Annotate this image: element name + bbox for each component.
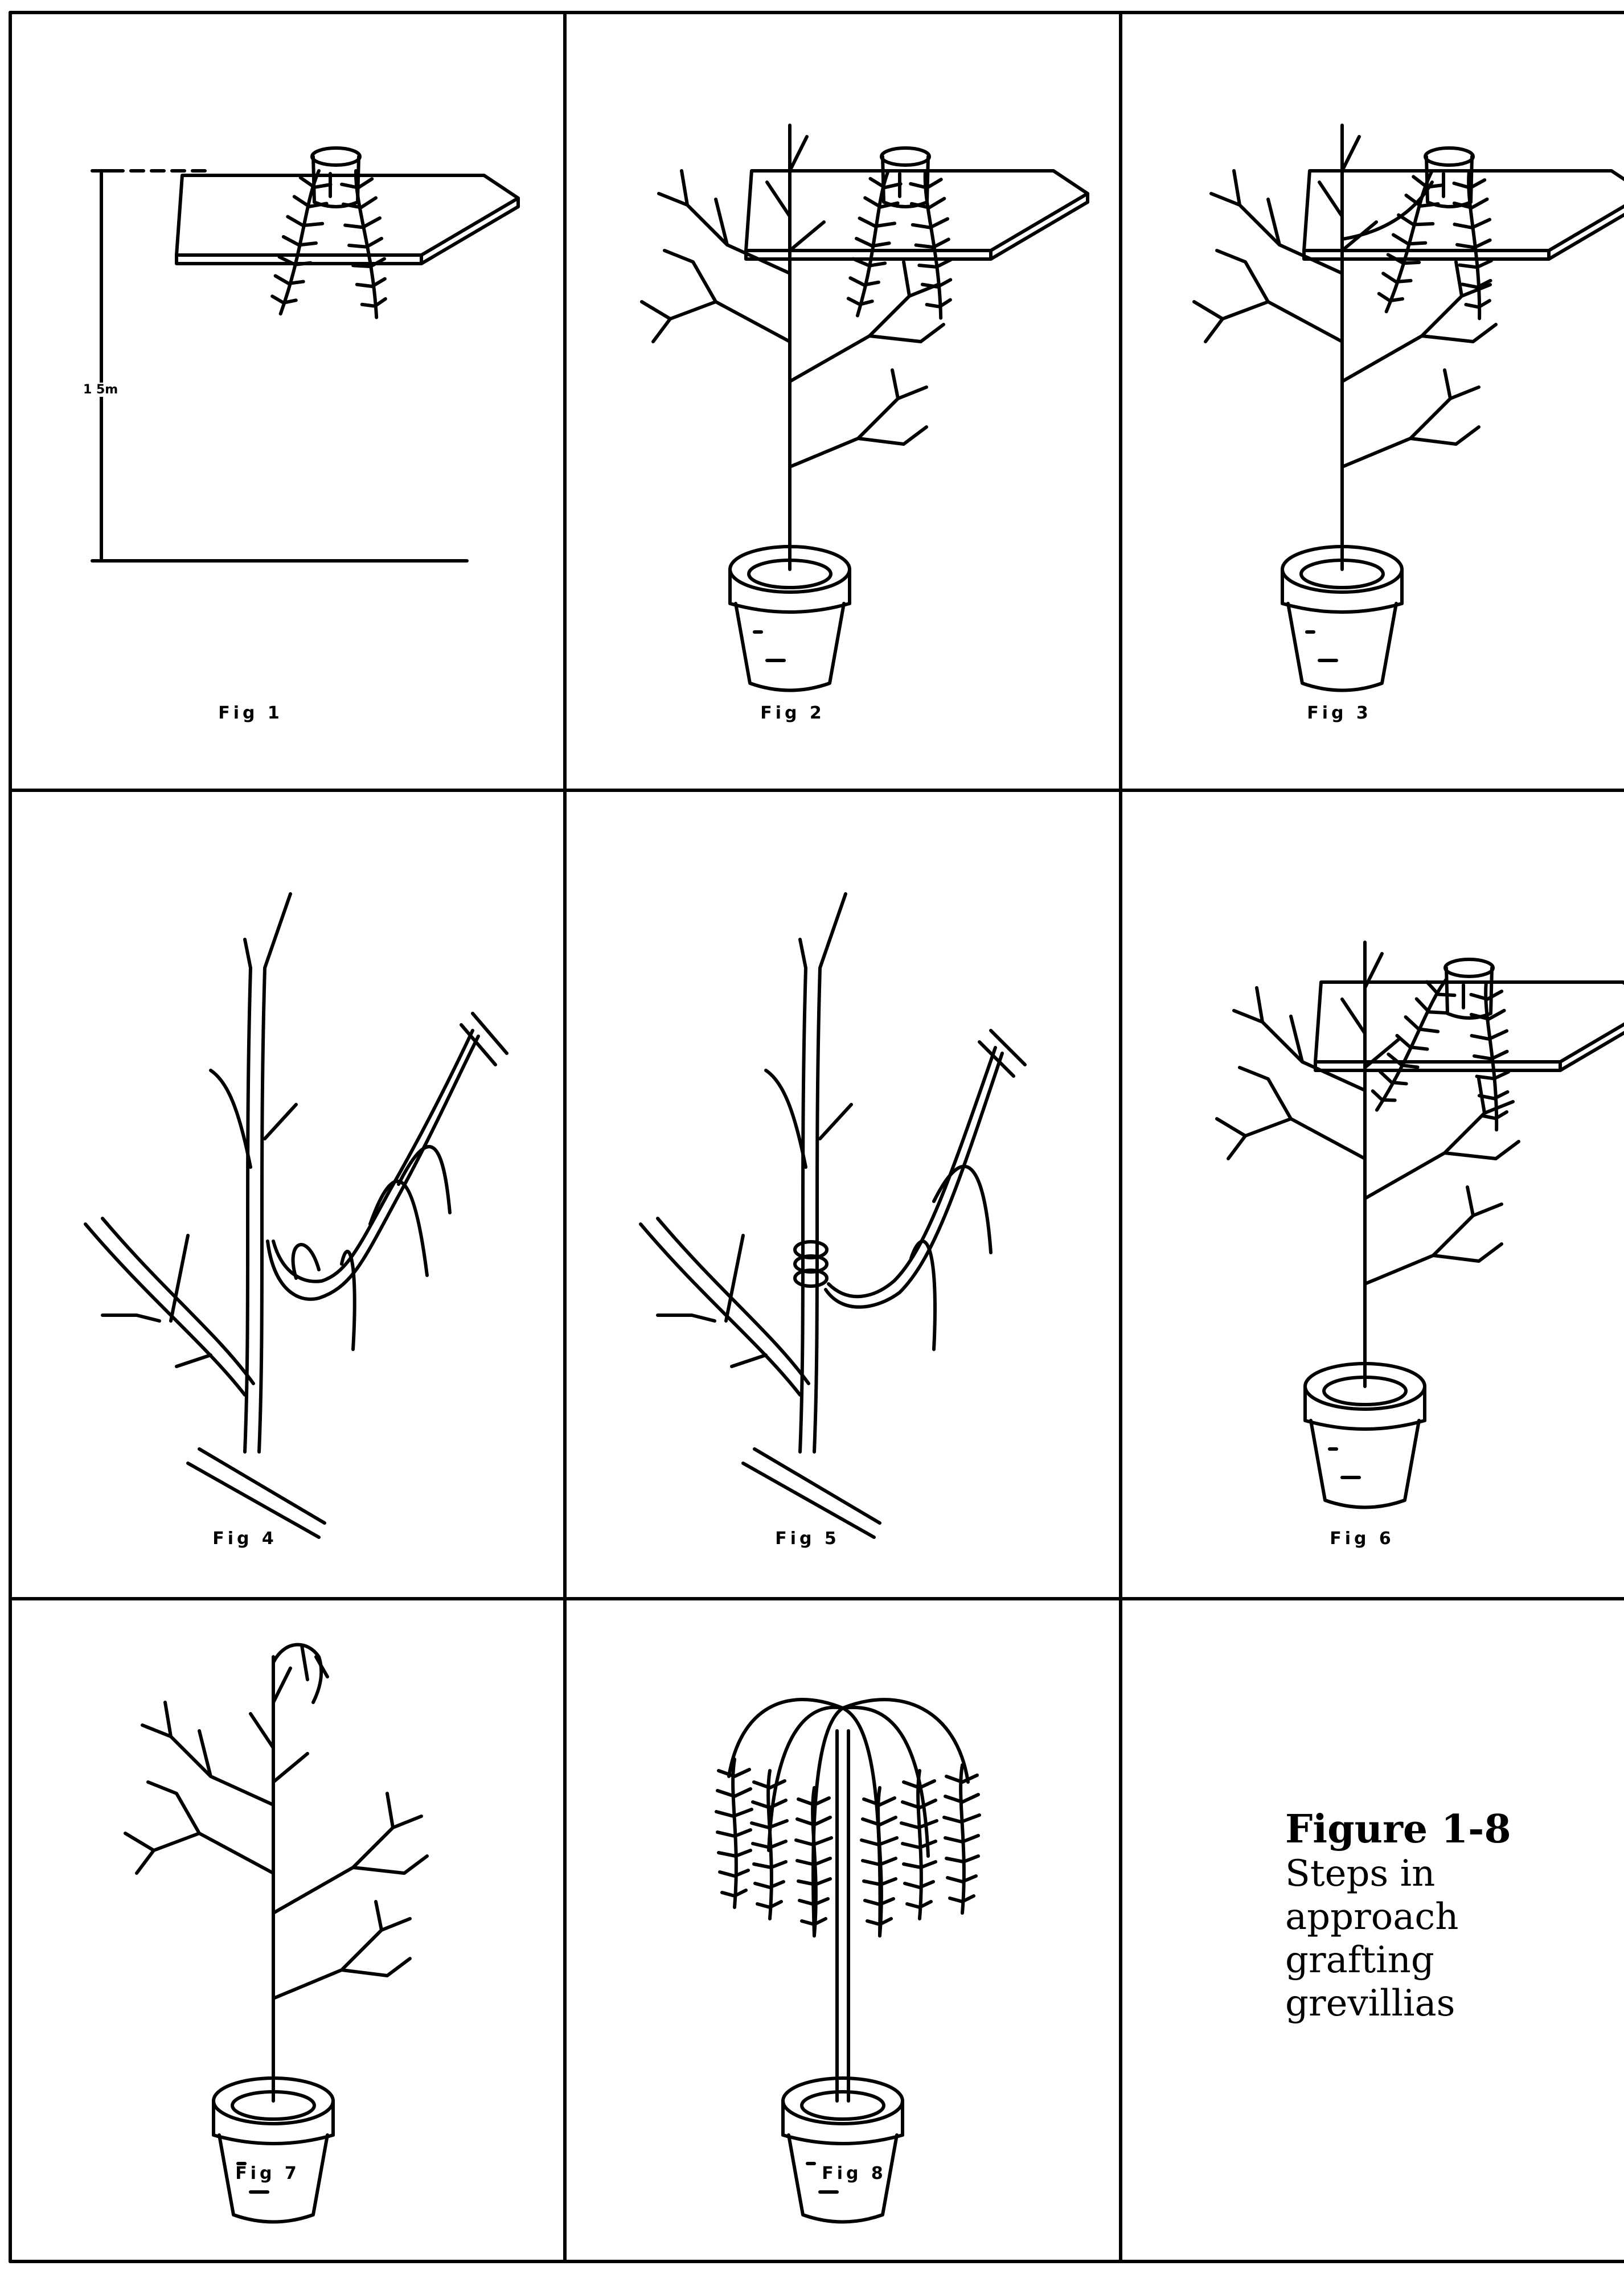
- fig-label-8: Fig 8: [822, 2164, 887, 2183]
- fig6-drawing: [1217, 942, 1624, 1508]
- fig5-drawing: [641, 894, 1025, 1537]
- fig8-drawing: [716, 1700, 979, 2222]
- fig-label-3: Fig 3: [1307, 703, 1372, 723]
- caption-line-4: grevillias: [1285, 1982, 1511, 2025]
- fig-label-6: Fig 6: [1330, 1529, 1395, 1549]
- fig-label-7: Fig 7: [235, 2164, 300, 2183]
- fig4-drawing: [85, 894, 507, 1537]
- fig-label-5: Fig 5: [775, 1529, 840, 1549]
- fig1-height-label: 1 5m: [83, 383, 118, 397]
- fig7-drawing: [125, 1645, 427, 2222]
- caption-line-2: approach: [1285, 1895, 1511, 1939]
- fig-label-1: Fig 1: [218, 703, 283, 723]
- figure-caption: Figure 1-8 Steps in approach grafting gr…: [1285, 1807, 1511, 2025]
- caption-line-1: Steps in: [1285, 1852, 1511, 1895]
- caption-line-3: grafting: [1285, 1939, 1511, 1982]
- caption-title: Figure 1-8: [1285, 1807, 1511, 1852]
- fig1-drawing: [92, 148, 518, 561]
- fig2-drawing: [642, 125, 1088, 691]
- fig-label-4: Fig 4: [212, 1529, 277, 1549]
- fig3-drawing: [1194, 125, 1624, 691]
- fig-label-2: Fig 2: [760, 703, 825, 723]
